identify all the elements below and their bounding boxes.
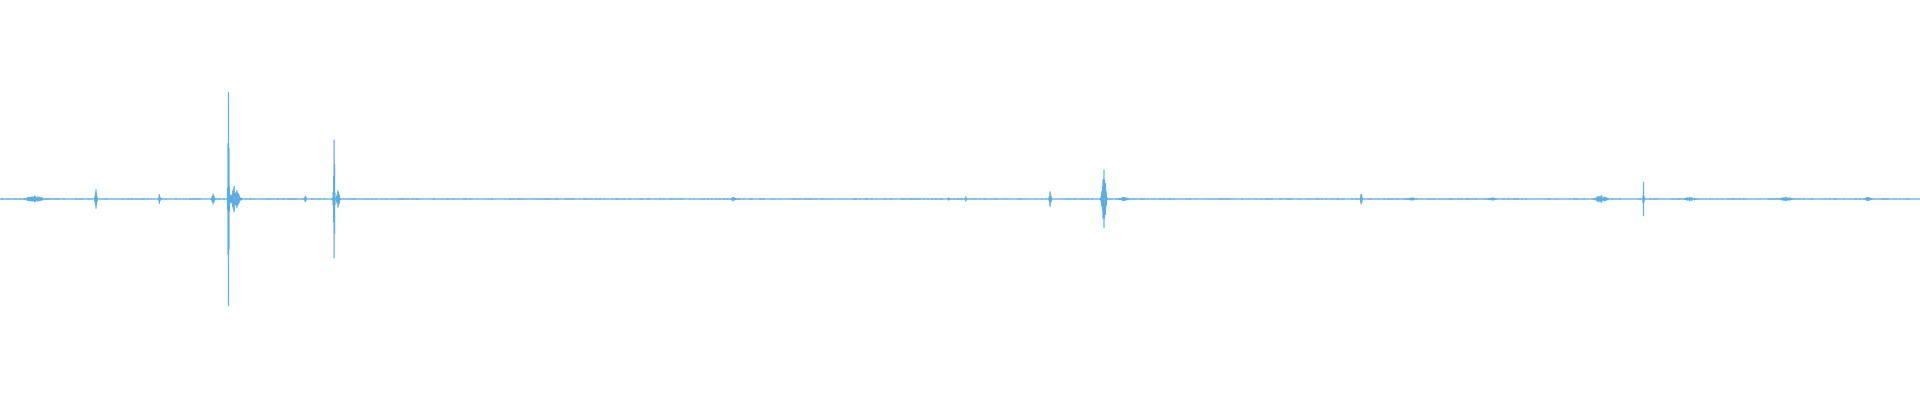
waveform-spike bbox=[224, 186, 245, 212]
waveform-spikes bbox=[0, 92, 1919, 306]
waveform-spike bbox=[944, 197, 953, 201]
waveform-spike bbox=[1047, 191, 1053, 207]
waveform-spike bbox=[209, 193, 217, 205]
waveform-spike bbox=[1482, 197, 1502, 201]
waveform-spike bbox=[1642, 181, 1646, 217]
waveform-spike bbox=[1358, 193, 1364, 205]
waveform-spike bbox=[14, 195, 55, 203]
waveform-spike bbox=[333, 190, 343, 208]
waveform-spike bbox=[1099, 169, 1109, 229]
waveform-spike bbox=[1859, 196, 1878, 202]
waveform-spike bbox=[1771, 196, 1800, 202]
waveform-spike bbox=[156, 194, 162, 204]
waveform-spike bbox=[1587, 195, 1614, 203]
waveform-spike bbox=[727, 196, 739, 202]
waveform-spike bbox=[302, 195, 308, 203]
waveform-spike bbox=[1112, 196, 1134, 202]
waveform-spike bbox=[1398, 197, 1425, 201]
waveform-spike bbox=[1678, 196, 1702, 202]
waveform-spike bbox=[963, 196, 969, 202]
waveform-spike bbox=[93, 189, 99, 209]
